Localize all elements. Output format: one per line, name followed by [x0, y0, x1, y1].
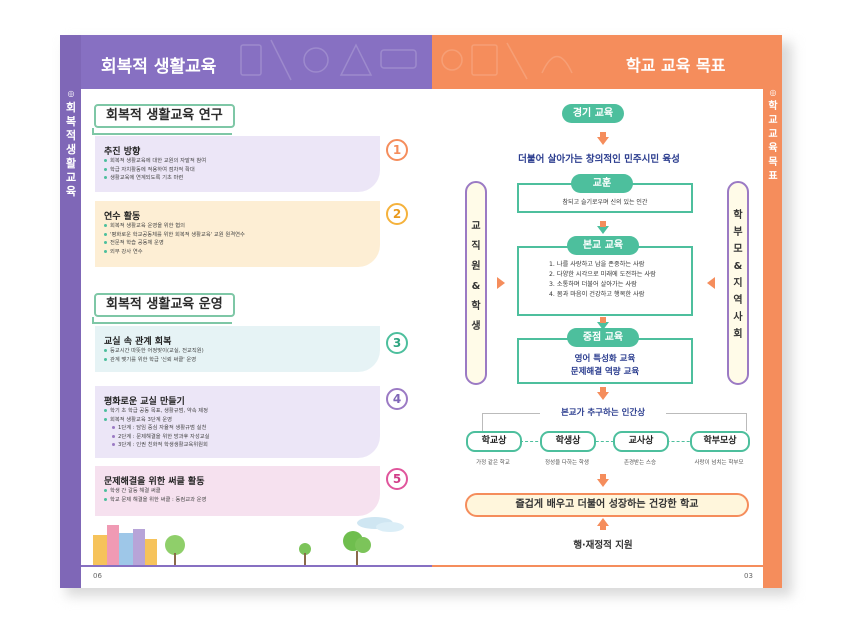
section-underline	[92, 322, 232, 324]
right-side-title: ◎ 학교 교육 목표	[766, 86, 780, 184]
list-item: 학생 간 갈등 해결 써클	[104, 487, 206, 496]
card-1: 추진 방향 회복적 생활교육에 대한 교원의 자발적 참여 학급 자치활동에 적…	[95, 136, 380, 192]
list-item: 등교시간 따뜻한 어정맞이(교실, 전교직원)	[104, 347, 204, 356]
right-side-tab	[763, 35, 782, 588]
step-number-5: 5	[386, 468, 408, 490]
down-arrow-icon	[597, 221, 609, 234]
student-ideal-desc: 정성을 다하는 학생	[545, 460, 589, 466]
school-ideal-desc: 가정 같은 학교	[476, 460, 510, 466]
stationery-doodle-icon	[240, 39, 417, 81]
card-title: 추진 방향	[104, 147, 141, 157]
right-page-number: 03	[744, 572, 753, 580]
right-side-title-text: 학교 교육 목표	[768, 101, 778, 182]
list-subitem: 1단계 : 담임 중심 자율적 생활규범 실천	[104, 424, 210, 433]
list-item: 관계 맺기를 위한 학급 '신뢰 써클' 운영	[104, 356, 204, 365]
parent-ideal-tag: 학부모상	[690, 431, 750, 452]
motto-label: 교훈	[571, 174, 633, 193]
down-arrow-icon	[597, 132, 609, 145]
left-arrow-icon	[707, 277, 715, 289]
teacher-ideal-tag: 교사상	[613, 431, 669, 452]
support-text: 행·재정적 지원	[573, 540, 633, 551]
section-underline	[92, 133, 232, 135]
list-item: 2. 다양한 시각으로 미래에 도전하는 사람	[549, 271, 656, 278]
card-5: 문제해결을 위한 써클 활동 학생 간 갈등 해결 써클 학교 문제 해결을 위…	[95, 466, 380, 516]
list-subitem: 3단계 : 인권 친화적 학생생활교육위원회	[104, 441, 210, 450]
school-ideal-tag: 학교상	[466, 431, 522, 452]
list-item: 문제해결 역량 교육	[570, 367, 640, 377]
left-footer-line	[81, 565, 432, 567]
step-number-2: 2	[386, 203, 408, 225]
staff-students-pillar: 교 직 원 & 학 생	[465, 181, 487, 385]
list-item: 영어 특성화 교육	[574, 354, 636, 364]
ideal-connector	[746, 413, 747, 431]
list-item: 학급 자치활동에 적용하여 점차적 확대	[104, 166, 206, 175]
card-2: 연수 활동 회복적 생활교육 운영을 위한 협의 '평화로운 학교공동체를 위한…	[95, 201, 380, 267]
section-title-research: 회복적 생활교육 연구	[94, 104, 235, 128]
section-title-operation: 회복적 생활교육 운영	[94, 293, 235, 317]
card-title: 평화로운 교실 만들기	[104, 397, 185, 407]
up-arrow-icon	[597, 518, 609, 526]
card-4: 평화로운 교실 만들기 학기 초 학급 공동 목표, 생활규범, 약속 제정 회…	[95, 386, 380, 458]
school-education-label: 본교 교육	[567, 236, 639, 255]
ideal-connector	[482, 413, 483, 431]
gyeonggi-education-label: 경기 교육	[562, 104, 624, 123]
motto-text: 참되고 슬기로우며 신의 있는 인간	[562, 199, 648, 206]
circle-bullet-icon: ◎	[67, 89, 75, 98]
list-item: 학기 초 학급 공동 목표, 생활규범, 약속 제정	[104, 407, 210, 416]
down-arrow-icon	[597, 387, 609, 400]
card-title: 문제해결을 위한 써클 활동	[104, 477, 205, 487]
circle-bullet-icon: ◎	[769, 88, 777, 97]
list-item: 4. 몸과 마음이 건강하고 행복한 사람	[549, 291, 645, 298]
list-item: 외부 강사 연수	[104, 248, 245, 257]
left-page-number: 06	[93, 572, 102, 580]
list-item: '평화로운 학교공동체를 위한 회복적 생활교육' 교원 원격연수	[104, 231, 245, 240]
down-arrow-icon	[597, 317, 609, 330]
list-item: 회복적 생활교육 3단계 운영	[104, 416, 210, 425]
parent-ideal-desc: 사랑이 넘치는 학부모	[694, 460, 744, 466]
left-side-tab	[60, 35, 81, 588]
card-3: 교실 속 관계 회복 등교시간 따뜻한 어정맞이(교실, 전교직원) 관계 맺기…	[95, 326, 380, 372]
section-connector	[92, 128, 94, 134]
final-goal-box: 즐겁게 배우고 더불어 성장하는 건강한 학교	[465, 493, 749, 517]
card-title: 교실 속 관계 회복	[104, 337, 172, 347]
student-ideal-tag: 학생상	[540, 431, 596, 452]
stationery-doodle-icon	[441, 42, 573, 80]
list-item: 회복적 생활교육 운영을 위한 협의	[104, 222, 245, 231]
teacher-ideal-desc: 존경받는 스승	[623, 460, 657, 466]
ideal-title: 본교가 추구하는 인간상	[540, 406, 666, 418]
step-number-3: 3	[386, 332, 408, 354]
list-item: 1. 나를 사랑하고 남을 존중하는 사람	[549, 261, 645, 268]
up-arrow-stem	[600, 525, 606, 530]
list-item: 생활교육에 연계되도록 기초 마련	[104, 174, 206, 183]
list-subitem: 2단계 : 문제해결을 위한 방과후 자성교실	[104, 433, 210, 442]
focus-education-list: 영어 특성화 교육 문제해결 역량 교육	[519, 353, 691, 379]
list-item: 회복적 생활교육에 대한 교원의 자발적 참여	[104, 157, 206, 166]
list-item: 3. 소통하며 더불어 살아가는 사람	[549, 281, 637, 288]
village-illustration-icon	[93, 517, 404, 565]
list-item: 학교 문제 해결을 위한 써클 : 동컴교과 운영	[104, 496, 206, 505]
school-education-list: 1. 나를 사랑하고 남을 존중하는 사람 2. 다양한 시각으로 미래에 도전…	[549, 260, 656, 300]
right-header-band	[432, 35, 763, 89]
right-footer-line	[432, 565, 763, 567]
step-number-1: 1	[386, 139, 408, 161]
gyeonggi-education-text: 더불어 살아가는 창의적인 민주시민 육성	[518, 154, 680, 165]
left-side-title-text: 회복적 생활교육	[65, 101, 77, 198]
step-number-4: 4	[386, 388, 408, 410]
left-header-title: 회복적 생활교육	[101, 57, 217, 77]
parents-community-pillar: 학 부 모 & 지 역 사 회	[727, 181, 749, 385]
left-side-title: ◎ 회복적 생활교육	[64, 86, 78, 199]
section-connector	[92, 317, 94, 323]
list-item: 전문적 학습 공동체 운영	[104, 239, 245, 248]
left-header-band	[81, 35, 432, 89]
right-header-title: 학교 교육 목표	[626, 56, 726, 75]
card-title: 연수 활동	[104, 212, 141, 222]
down-arrow-icon	[597, 474, 609, 487]
school-education-box: 1. 나를 사랑하고 남을 존중하는 사람 2. 다양한 시각으로 미래에 도전…	[517, 246, 693, 316]
focus-education-label: 중점 교육	[567, 328, 639, 347]
right-arrow-icon	[497, 277, 505, 289]
